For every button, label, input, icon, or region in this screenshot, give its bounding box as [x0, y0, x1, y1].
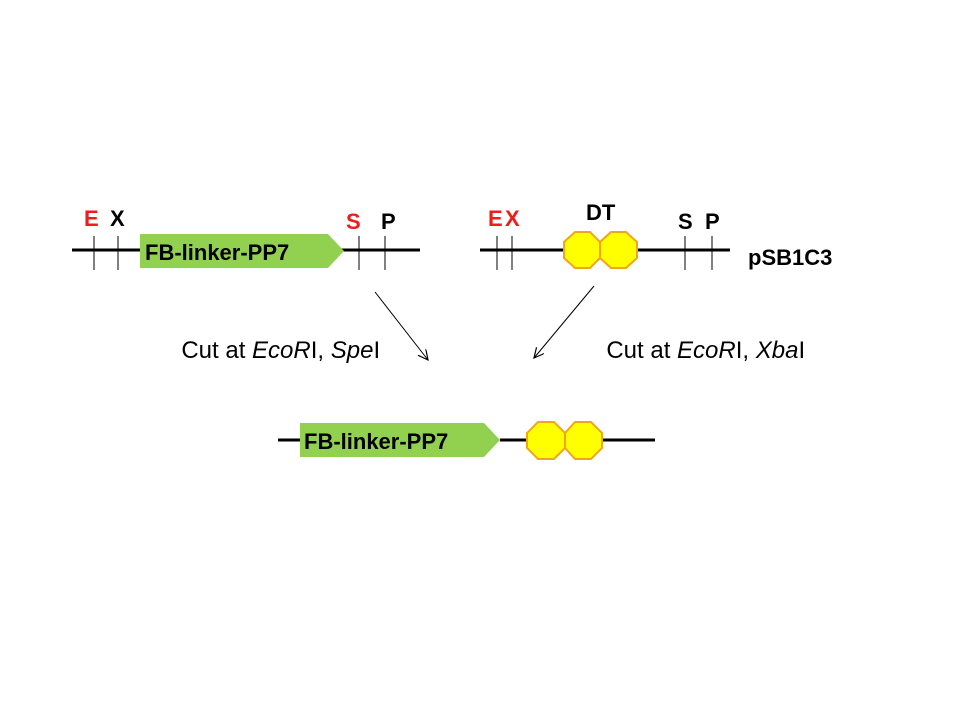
left-part-arrow	[140, 234, 344, 268]
product-part-label: FB-linker-PP7	[304, 429, 448, 454]
right-terminator-octagon-2	[599, 231, 638, 269]
left-caption-enzyme1: EcoR	[252, 337, 311, 364]
left-caption-suffix: I	[373, 337, 380, 364]
left-construct: FB-linker-PP7 E X S P	[72, 206, 420, 270]
product-terminator-octagon-2	[564, 421, 603, 460]
left-caption-sep: I,	[311, 337, 331, 364]
product-part-arrow	[300, 423, 500, 457]
left-digest-arrow	[374, 291, 428, 360]
left-site-x-label: X	[110, 206, 125, 231]
left-caption-enzyme2: Spe	[331, 337, 374, 364]
right-caption: Cut at EcoRI, XbaI	[573, 337, 825, 364]
right-site-s-label: S	[678, 209, 693, 234]
right-caption-enzyme2: Xba	[755, 337, 799, 364]
product-terminator-octagon-1	[526, 421, 566, 460]
right-caption-enzyme1: EcoR	[677, 337, 736, 364]
right-caption-sep: I,	[736, 337, 756, 364]
right-caption-suffix: I	[798, 337, 805, 364]
right-site-x-label: X	[505, 206, 520, 231]
left-part-label: FB-linker-PP7	[145, 240, 289, 265]
left-site-s-label: S	[346, 209, 361, 234]
right-terminator-label: DT	[586, 200, 616, 225]
right-digest-arrow	[534, 285, 595, 358]
right-terminator-octagon-1	[563, 231, 601, 269]
backbone-label: pSB1C3	[748, 245, 832, 270]
left-site-e-label: E	[84, 206, 99, 231]
left-caption: Cut at EcoRI, SpeI	[148, 337, 400, 364]
left-caption-prefix: Cut at	[181, 337, 252, 364]
product-construct: FB-linker-PP7	[278, 421, 655, 460]
right-construct: E X S P DT pSB1C3	[480, 200, 832, 270]
left-site-p-label: P	[381, 209, 396, 234]
right-site-p-label: P	[705, 209, 720, 234]
right-caption-prefix: Cut at	[606, 337, 677, 364]
right-site-e-label: E	[488, 206, 503, 231]
